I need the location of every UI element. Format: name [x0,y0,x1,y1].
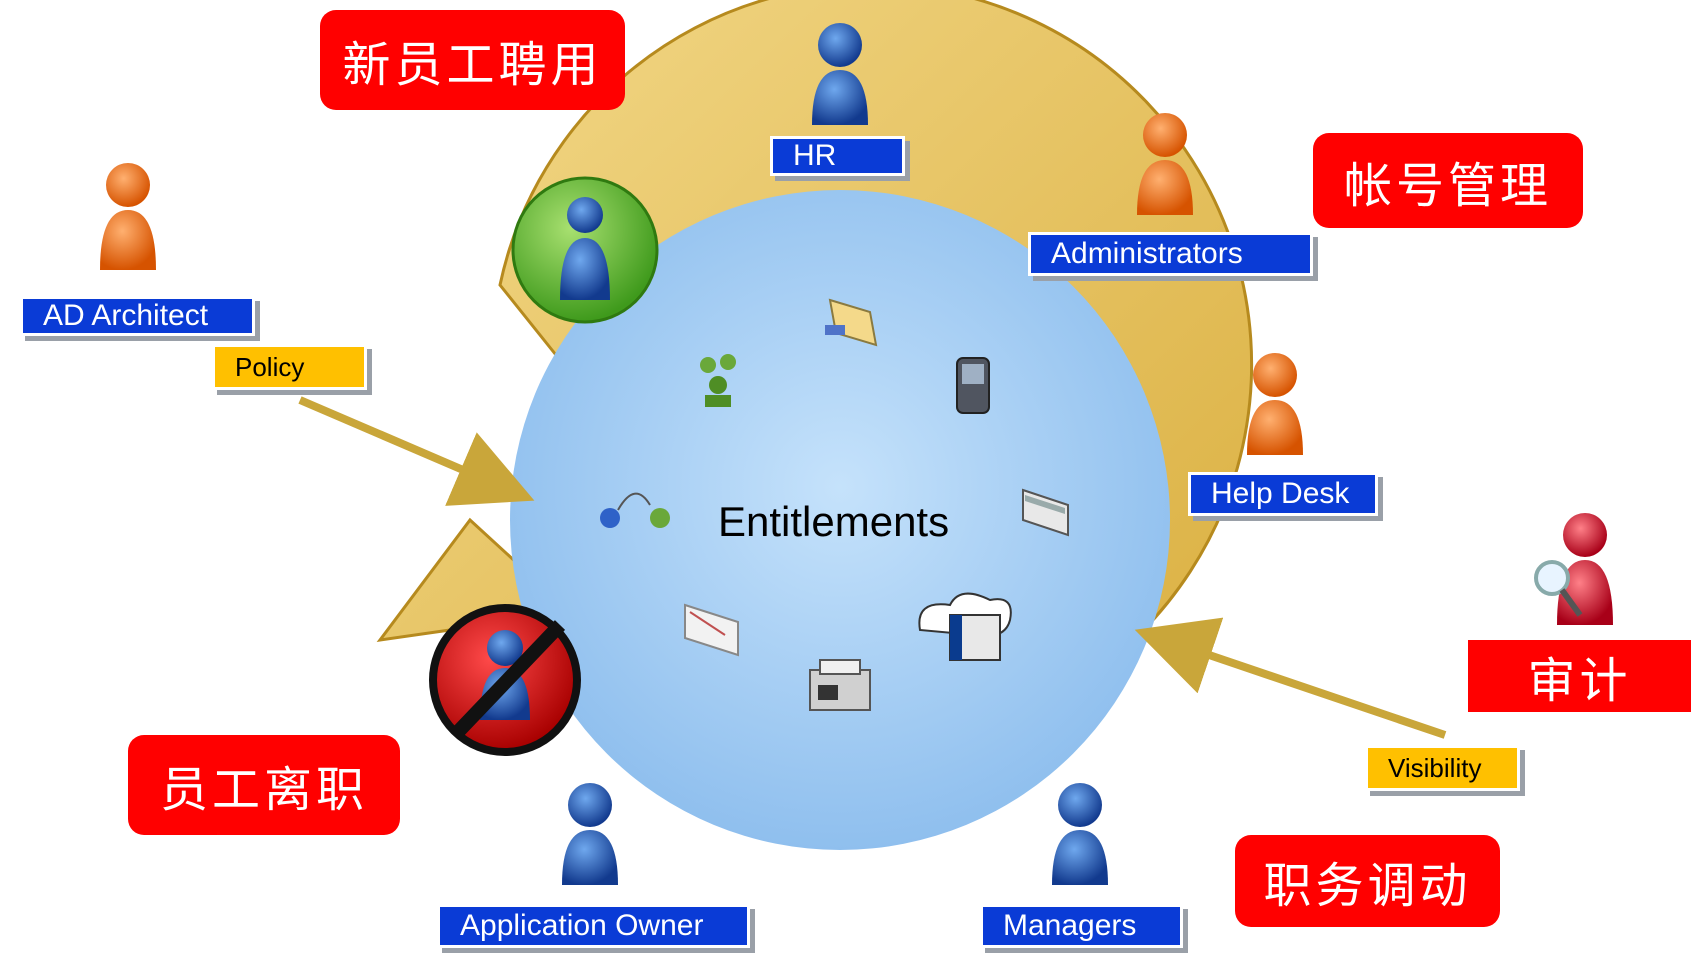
role-hr: HR [770,136,905,176]
role-ad-architect: AD Architect [20,296,255,336]
entitlements-circle [510,190,1170,850]
stage-transfer: 职务调动 [1235,835,1500,927]
person-icon-help-desk [1247,353,1303,455]
role-application-owner: Application Owner [437,904,750,948]
person-icon-hr [812,23,868,125]
visibility-arrow [1134,617,1447,739]
role-administrators: Administrators [1028,232,1313,276]
network-icon [600,492,670,528]
person-icon-ad-architect [100,163,156,270]
stage-leave: 员工离职 [128,735,400,835]
group-icon [700,354,736,407]
stage-hire: 新员工聘用 [320,10,625,110]
person-icon-managers [1052,783,1108,885]
person-icon-app-owner [562,783,618,885]
person-icon-auditor [1534,513,1613,625]
onboarding-badge [511,176,659,324]
mobile-icon [956,357,990,414]
printer-icon [809,659,871,711]
cloud-app-icon [918,592,1012,661]
window-icon [1022,488,1069,537]
tag-policy: Policy [212,344,367,390]
person-icon-administrators [1137,113,1193,215]
offboarding-badge [429,604,581,756]
center-label: Entitlements [718,498,950,545]
role-managers: Managers [980,904,1183,948]
stage-account-management: 帐号管理 [1313,133,1583,228]
role-help-desk: Help Desk [1188,472,1378,516]
stage-audit: 审计 [1468,640,1691,712]
email-icon [684,603,739,657]
tag-visibility: Visibility [1365,745,1520,791]
folder-icon [825,298,878,347]
policy-arrow [298,396,535,506]
